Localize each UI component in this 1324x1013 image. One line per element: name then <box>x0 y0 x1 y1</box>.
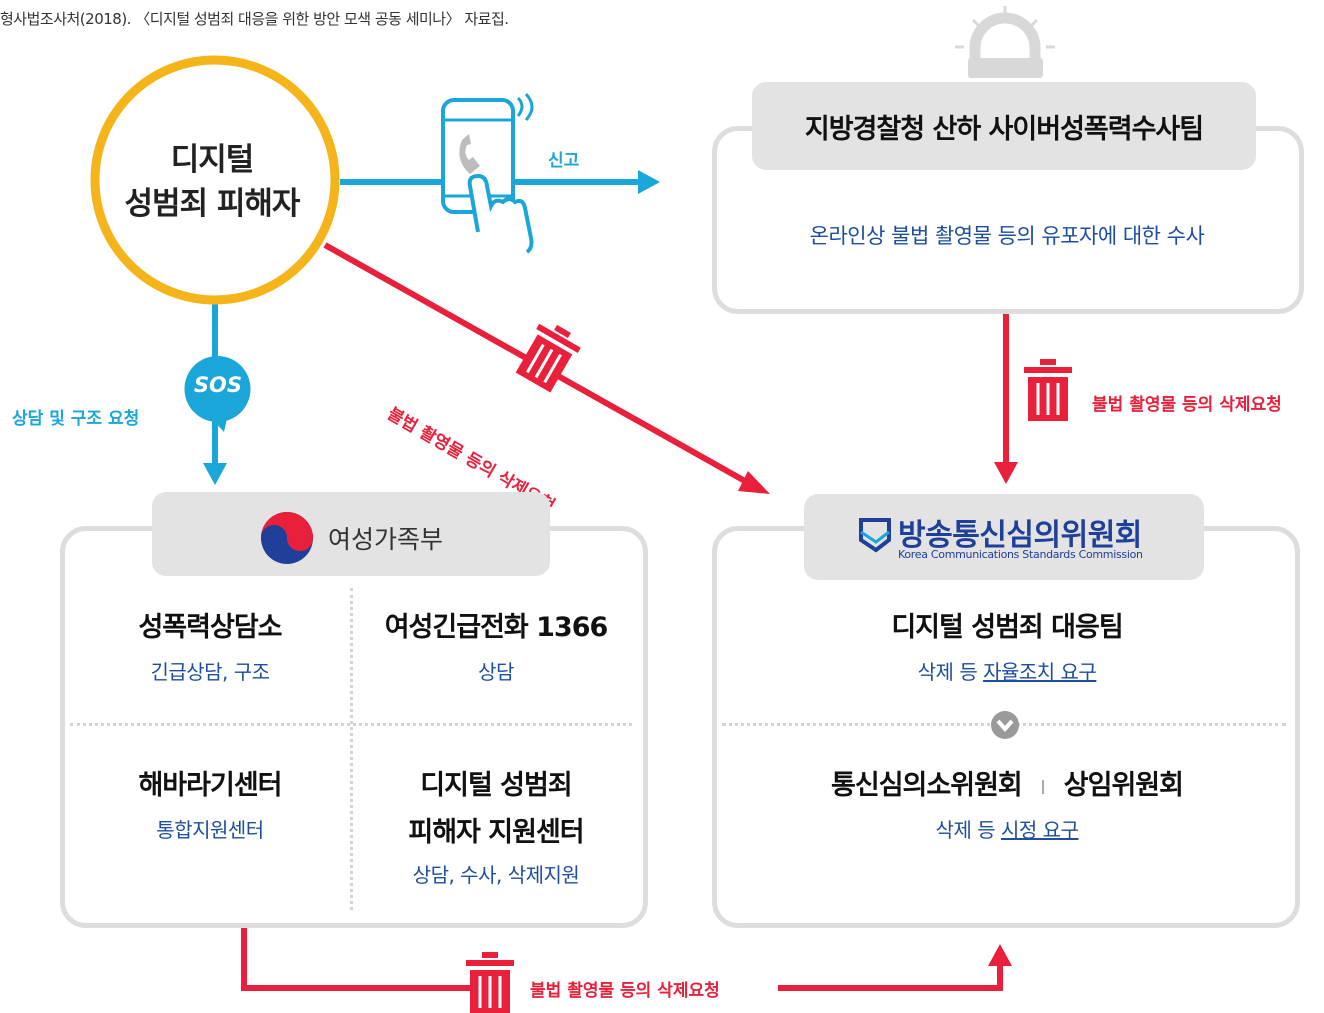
cell-subtitle: 상담 <box>478 660 514 684</box>
ministry-divider-h <box>70 723 632 726</box>
kcsc-name: 방송통신심의위원회 <box>898 518 1142 553</box>
cell-title-line2: 피해자 지원센터 <box>408 817 584 848</box>
trash-icon-diagonal <box>515 323 581 393</box>
police-deletion-arrow <box>994 312 1018 484</box>
ministry-panel <box>60 526 648 928</box>
sos-bubble <box>184 356 251 432</box>
team-title: 디지털 성범죄 대응팀 <box>891 612 1123 643</box>
committee-subtitle-link: 시정 요구 <box>1000 818 1079 842</box>
cell-title: 해바라기센터 <box>138 770 282 801</box>
cell-subtitle: 상담, 수사, 삭제지원 <box>412 863 580 887</box>
victim-title-line1: 디지털 <box>170 142 255 178</box>
kcsc-name-en: Korea Communications Standards Commissio… <box>898 548 1143 561</box>
cell-title: 여성긴급전화 1366 <box>384 612 609 643</box>
ministry-divider-v <box>350 588 353 910</box>
cell-subtitle: 긴급상담, 구조 <box>150 660 270 684</box>
committee-right: 상임위원회 <box>1063 770 1184 801</box>
ministry-emblem-icon <box>261 512 313 564</box>
phone-icon <box>441 92 534 254</box>
bottom-deletion-arrow <box>241 925 1012 991</box>
committee-titles: 통신심의소위원회 상임위원회 <box>720 763 1294 802</box>
kcsc-logo-icon <box>859 518 891 553</box>
team-subtitle: 삭제 등 자율조치 요구 <box>720 656 1294 685</box>
cell-title: 성폭력상담소 <box>138 612 282 643</box>
kcsc-response-team: 디지털 성범죄 대응팀 삭제 등 자율조치 요구 <box>720 605 1294 685</box>
chevron-down-icon <box>991 711 1019 739</box>
victim-title: 디지털 성범죄 피해자 <box>82 138 342 226</box>
team-subtitle-link: 자율조치 요구 <box>983 660 1097 684</box>
committee-separator <box>1041 779 1044 794</box>
committee-subtitle-prefix: 삭제 등 <box>935 818 1001 842</box>
trash-icon-right <box>1024 359 1072 421</box>
committee-left: 통신심의소위원회 <box>831 770 1023 801</box>
counsel-request-label: 상담 및 구조 요청 <box>12 409 140 429</box>
police-title: 지방경찰청 산하 사이버성폭력수사팀 <box>752 82 1256 170</box>
kcsc-committees: 통신심의소위원회 상임위원회 삭제 등 시정 요구 <box>720 763 1294 843</box>
ministry-cell-digital-crime-support-center: 디지털 성범죄 피해자 지원센터 상담, 수사, 삭제지원 <box>354 763 638 888</box>
victim-circle <box>90 55 340 305</box>
siren-icon <box>955 6 1055 78</box>
team-subtitle-prefix: 삭제 등 <box>917 660 984 684</box>
police-subtitle: 온라인상 불법 촬영물 등의 유포자에 대한 수사 <box>809 224 1205 248</box>
right-deletion-label: 불법 촬영물 등의 삭제요청 <box>1092 395 1282 415</box>
bottom-deletion-label: 불법 촬영물 등의 삭제요청 <box>530 981 720 1001</box>
victim-title-line2: 성범죄 피해자 <box>124 186 301 222</box>
ministry-name: 여성가족부 <box>328 525 444 554</box>
source-note: 형사법조사처(2018). 〈디지털 성범죄 대응을 위한 방안 모색 공동 세… <box>0 10 509 28</box>
committee-subtitle: 삭제 등 시정 요구 <box>720 814 1294 843</box>
cell-subtitle: 통합지원센터 <box>156 818 264 842</box>
trash-icon-bottom <box>466 952 514 1013</box>
report-label: 신고 <box>548 151 580 171</box>
sos-text: SOS <box>193 373 243 397</box>
ministry-cell-hotline-1366: 여성긴급전화 1366 상담 <box>354 605 638 685</box>
ministry-header <box>152 492 550 576</box>
ministry-cell-sunflower-center: 해바라기센터 통합지원센터 <box>70 763 350 843</box>
cell-title-line1: 디지털 성범죄 <box>420 770 572 801</box>
ministry-cell-counseling-center: 성폭력상담소 긴급상담, 구조 <box>70 605 350 685</box>
